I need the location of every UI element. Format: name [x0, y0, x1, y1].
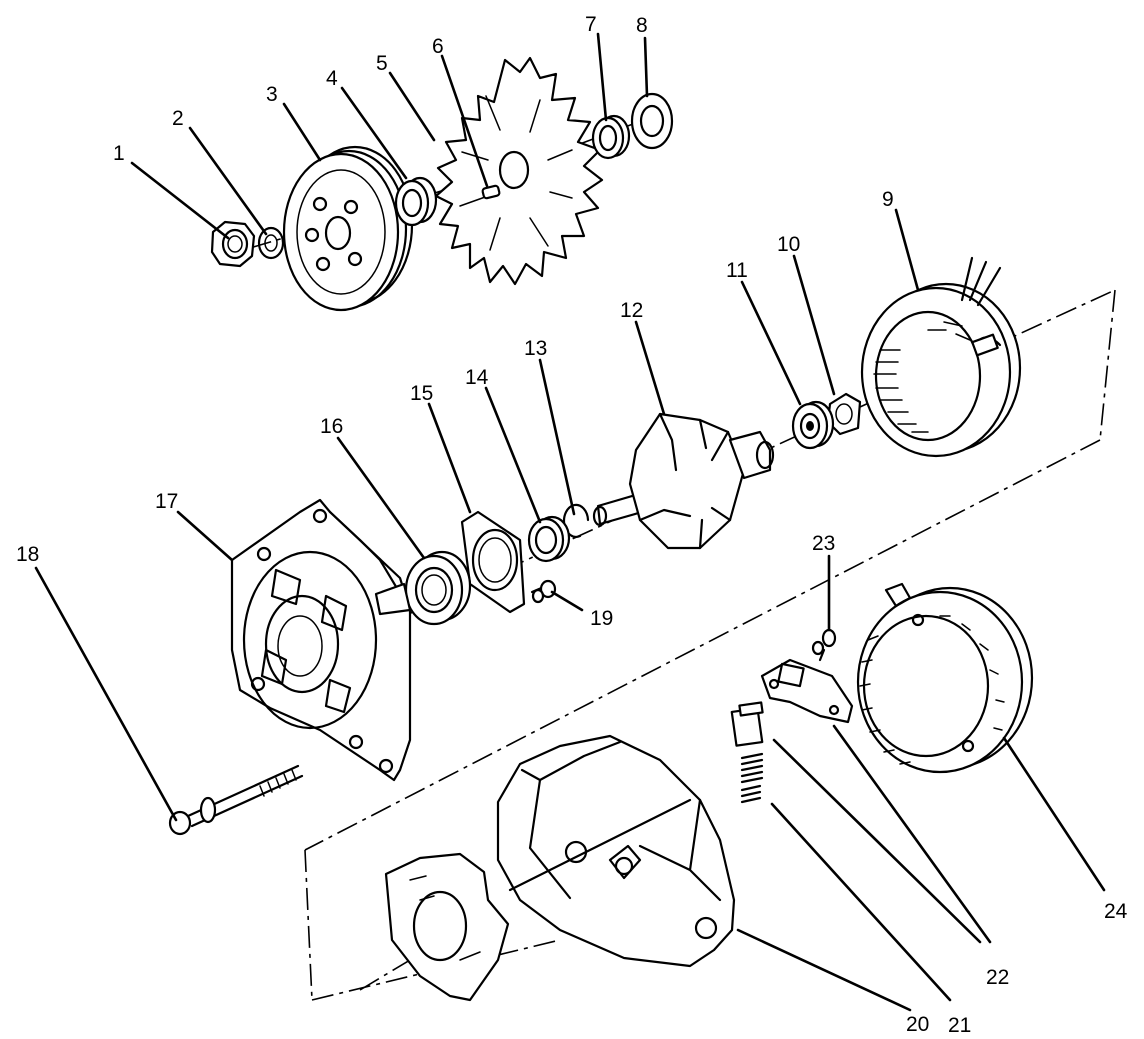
part-16-bearing	[404, 550, 472, 626]
part-18-through-bolt	[168, 764, 304, 836]
part-12-rotor	[592, 412, 775, 550]
label-12: 12	[620, 299, 643, 322]
part-number-labels: 1 2 3 4 5 6 7 8 9 10 11 12 13 14 15 16 1…	[16, 13, 1128, 1037]
part-4-spacer	[394, 176, 438, 227]
part-19-screw	[530, 579, 557, 604]
part-9-stator	[860, 256, 1022, 458]
part-14-spacer	[527, 515, 571, 563]
label-7: 7	[585, 13, 597, 36]
label-13: 13	[524, 337, 547, 360]
part-8-washer	[630, 92, 674, 150]
label-24: 24	[1104, 900, 1128, 923]
label-3: 3	[266, 83, 278, 106]
part-11-bearing	[791, 400, 835, 450]
label-5: 5	[376, 52, 388, 75]
part-7-spacer	[591, 114, 631, 160]
label-20: 20	[906, 1013, 929, 1036]
part-21-brush-springs	[730, 701, 764, 804]
part-6-key	[481, 184, 501, 200]
leader-lines	[34, 32, 1106, 1012]
part-13-retainer	[562, 503, 590, 538]
part-17-drive-end-frame	[230, 498, 412, 782]
label-6: 6	[432, 35, 444, 58]
label-19: 19	[590, 607, 613, 630]
part-2-washer	[257, 226, 285, 260]
label-14: 14	[465, 366, 489, 389]
label-8: 8	[636, 14, 648, 37]
label-15: 15	[410, 382, 433, 405]
rectifier-bridge	[384, 852, 510, 1002]
part-20-slip-ring-end-frame	[496, 734, 736, 968]
label-22: 22	[986, 966, 1009, 989]
label-18: 18	[16, 543, 39, 566]
label-4: 4	[326, 67, 338, 90]
label-9: 9	[882, 188, 894, 211]
label-1: 1	[113, 142, 125, 165]
label-17: 17	[155, 490, 178, 513]
part-1-nut	[210, 220, 256, 268]
part-24-cover	[856, 582, 1034, 774]
label-2: 2	[172, 107, 184, 130]
part-15-retainer-plate	[460, 510, 526, 614]
part-3-pulley	[282, 145, 414, 312]
part-22-brush-holder	[760, 658, 854, 724]
label-23: 23	[812, 532, 835, 555]
part-23-screw	[811, 628, 837, 662]
label-11: 11	[726, 259, 748, 282]
part-5-fan	[434, 56, 604, 286]
label-21: 21	[948, 1014, 971, 1037]
label-10: 10	[777, 233, 800, 256]
label-16: 16	[320, 415, 343, 438]
